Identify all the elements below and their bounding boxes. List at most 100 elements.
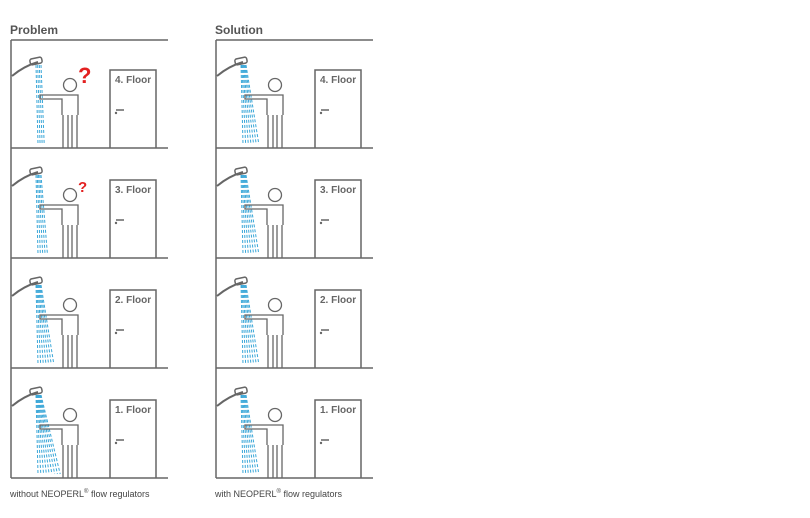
question-mark-icon: ? bbox=[78, 179, 87, 196]
person-head bbox=[62, 187, 78, 203]
water-jet bbox=[245, 284, 260, 365]
floor-group: 2. Floor bbox=[216, 276, 373, 369]
water-jet bbox=[36, 284, 42, 365]
person-icon bbox=[39, 297, 79, 368]
shower-head-icon bbox=[234, 56, 248, 66]
water-stream-icon bbox=[35, 394, 61, 475]
water-jet bbox=[39, 394, 56, 475]
water-jet bbox=[245, 174, 260, 255]
water-jet bbox=[245, 394, 260, 475]
water-jet bbox=[37, 64, 41, 145]
floor-group: 3. Floor bbox=[216, 166, 373, 259]
shower-pipe bbox=[11, 61, 39, 77]
person-body bbox=[244, 314, 284, 335]
person-icon bbox=[244, 297, 284, 368]
floor-group: 3. Floor? bbox=[11, 166, 168, 259]
shower-pipe bbox=[216, 171, 244, 187]
door-icon bbox=[109, 179, 157, 258]
person-legs bbox=[62, 225, 78, 258]
person-legs bbox=[62, 445, 78, 478]
panel-caption: without NEOPERL® flow regulators bbox=[10, 489, 150, 499]
shower-head-icon bbox=[234, 386, 248, 396]
door-keyhole bbox=[114, 221, 118, 225]
water-jet bbox=[242, 394, 249, 475]
shower-head-icon bbox=[234, 276, 248, 286]
door-keyhole bbox=[319, 221, 323, 225]
water-jet bbox=[244, 64, 257, 145]
water-jet bbox=[243, 64, 252, 145]
water-jet bbox=[40, 394, 61, 475]
water-jet bbox=[240, 174, 244, 255]
water-jet bbox=[38, 284, 47, 365]
shower-head-icon bbox=[29, 386, 43, 396]
water-jet bbox=[38, 64, 43, 145]
water-jet bbox=[39, 394, 58, 475]
floor-label: 4. Floor bbox=[115, 75, 151, 86]
shower-head-icon bbox=[234, 166, 248, 176]
water-jet bbox=[35, 64, 39, 145]
door-keyhole bbox=[319, 331, 323, 335]
water-jet bbox=[38, 174, 44, 255]
person-icon bbox=[244, 77, 284, 148]
panel-title: Solution bbox=[215, 23, 263, 37]
water-jet bbox=[35, 174, 39, 255]
floor-label: 3. Floor bbox=[320, 185, 356, 196]
shower-head-icon bbox=[29, 276, 43, 286]
water-jet bbox=[243, 174, 255, 255]
door-keyhole bbox=[114, 331, 118, 335]
door-keyhole bbox=[319, 441, 323, 445]
water-jet bbox=[244, 284, 257, 365]
person-icon bbox=[244, 187, 284, 258]
water-jet bbox=[35, 394, 39, 475]
shower-pipe bbox=[11, 281, 39, 297]
water-jet bbox=[38, 394, 53, 475]
solution-panel: Solution 4. Floor 3. Floor 2. Floor 1. Floo… bbox=[215, 0, 395, 518]
water-jet bbox=[37, 284, 44, 365]
person-icon bbox=[39, 77, 79, 148]
water-jet bbox=[242, 284, 249, 365]
person-legs bbox=[62, 335, 78, 368]
water-jet bbox=[36, 394, 42, 475]
floor-group: 4. Floor bbox=[216, 56, 373, 149]
floor-label: 1. Floor bbox=[320, 405, 356, 416]
water-jet bbox=[244, 174, 257, 255]
water-jet bbox=[240, 394, 244, 475]
floor-label: 2. Floor bbox=[115, 295, 151, 306]
floor-group: 4. Floor? bbox=[11, 56, 168, 149]
water-stream-icon bbox=[240, 174, 260, 255]
door-icon bbox=[314, 399, 362, 478]
door-keyhole bbox=[114, 111, 118, 115]
person-body bbox=[244, 94, 284, 115]
person-legs bbox=[267, 225, 283, 258]
water-stream-icon bbox=[240, 284, 260, 365]
water-stream-icon bbox=[35, 174, 48, 255]
shower-pipe bbox=[11, 171, 39, 187]
water-jet bbox=[38, 284, 50, 365]
question-mark-icon: ? bbox=[78, 63, 91, 88]
person-body bbox=[244, 204, 284, 225]
floor-group: 1. Floor bbox=[216, 386, 373, 479]
shower-pipe bbox=[216, 281, 244, 297]
water-jet bbox=[241, 64, 247, 145]
person-icon bbox=[39, 407, 79, 478]
door-icon bbox=[109, 69, 157, 148]
water-jet bbox=[37, 394, 47, 475]
person-icon bbox=[39, 187, 79, 258]
panel-title: Problem bbox=[10, 23, 59, 37]
person-head bbox=[62, 297, 78, 313]
person-head bbox=[62, 407, 78, 423]
shower-pipe bbox=[216, 391, 244, 407]
floor-label: 3. Floor bbox=[115, 185, 151, 196]
floor-label: 2. Floor bbox=[320, 295, 356, 306]
person-body bbox=[39, 314, 79, 335]
door-icon bbox=[314, 69, 362, 148]
person-head bbox=[267, 297, 283, 313]
person-head bbox=[267, 187, 283, 203]
water-jet bbox=[243, 394, 255, 475]
person-legs bbox=[267, 335, 283, 368]
door-icon bbox=[109, 399, 157, 478]
water-jet bbox=[244, 394, 257, 475]
water-jet bbox=[245, 64, 260, 145]
floor-group: 2. Floor bbox=[11, 276, 168, 369]
